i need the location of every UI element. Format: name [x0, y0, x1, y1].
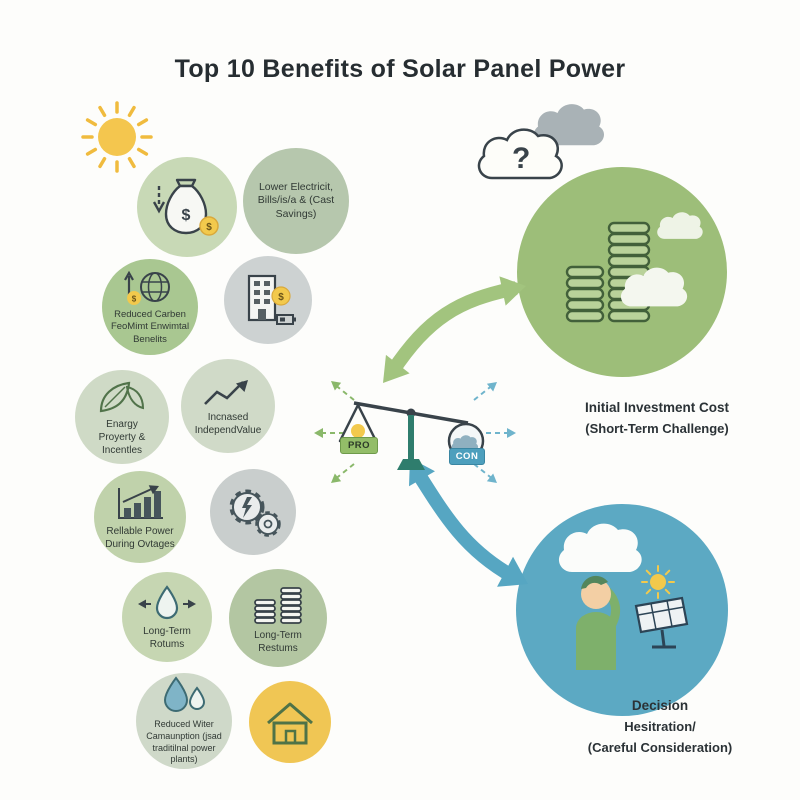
benefit-long-term-restums-bubble: Long-Term Restums [229, 569, 327, 667]
dollar-sign: $ [182, 207, 191, 224]
benefit-increased-value-bubble: Incnased IndependValue [181, 359, 275, 453]
dollar-sign: $ [132, 294, 137, 303]
water-drops-icon [163, 676, 206, 713]
decision-illustration [558, 523, 689, 670]
benefit-building-bubble: $ [224, 256, 312, 344]
house-icon [267, 702, 313, 745]
benefit-label: Incnased IndependValue [194, 411, 262, 436]
investment-line1: Initial Investment Cost [584, 400, 730, 415]
water-drop-cycle-icon [138, 584, 196, 619]
con-spread-arrows [473, 382, 516, 483]
benefit-label: Enargy Proyerty & Incentles [98, 419, 146, 456]
benefit-gears-bubble [210, 469, 296, 555]
coin-stack-icon [254, 586, 302, 624]
benefit-carbon-bubble: $ Reduced Carben FeoMimt Enwimtal Beneli… [102, 259, 198, 355]
benefit-label: Lower Electricit, Bills/is/a & (Cast Sav… [257, 180, 335, 220]
cloud-icon [657, 212, 703, 239]
benefit-energy-property-bubble: Enargy Proyerty & Incentles [75, 370, 169, 464]
pro-arrow [383, 276, 526, 383]
con-arrow [409, 458, 528, 587]
coin-icon [127, 290, 141, 305]
benefit-cost-savings-bubble: $ $ [137, 157, 237, 257]
solar-panel-icon [634, 596, 689, 649]
leaves-icon [99, 381, 145, 413]
building-icon: $ [247, 274, 296, 325]
decision-circle [516, 504, 728, 716]
benefit-label: Reduced Carben FeoMimt Enwimtal Benelits [110, 308, 190, 345]
decision-line1: Decision [631, 698, 689, 713]
decision-callout: Decision Hesitration/ (Careful Considera… [540, 698, 780, 761]
gray-cloud-icon [533, 104, 605, 146]
benefit-reduced-water-bubble: Reduced Witer Camaunption (jsad traditil… [136, 673, 232, 769]
investment-illustration [565, 212, 703, 323]
benefit-label: Rellable Power During Ovtages [105, 525, 175, 550]
investment-cost-circle [517, 167, 727, 377]
gears-icon [229, 489, 281, 537]
pro-spread-arrows [314, 381, 355, 483]
pro-badge: PRO [340, 437, 378, 454]
cloud-icon [558, 523, 642, 572]
bar-chart-icon [118, 484, 163, 519]
lightning-bolt-icon [242, 497, 252, 518]
globe-icon: $ [124, 270, 170, 305]
sun-icon-small [641, 565, 675, 599]
growth-chart-icon [204, 379, 248, 405]
coin-icon [199, 216, 219, 236]
benefit-lower-bills-bubble: Lower Electricit, Bills/is/a & (Cast Sav… [243, 148, 349, 254]
sun-icon [81, 101, 153, 173]
benefit-reliable-power-bubble: Rellable Power During Ovtages [94, 471, 186, 563]
investment-line2: (Short-Term Challenge) [585, 421, 729, 436]
decision-line2: Hesitration/ [624, 719, 696, 734]
benefit-label: Long-Term Rotums [143, 625, 191, 650]
dollar-sign: $ [206, 222, 212, 233]
con-badge: CON [449, 448, 485, 465]
investment-callout: Initial Investment Cost (Short-Term Chal… [537, 400, 777, 442]
benefit-label: Long-Term Restums [254, 629, 302, 654]
person-icon [576, 575, 621, 670]
benefit-label: Reduced Witer Camaunption (jsad traditil… [146, 719, 222, 765]
page-title: Top 10 Benefits of Solar Panel Power [174, 54, 626, 83]
decision-line3: (Careful Consideration) [587, 740, 733, 755]
benefit-house-bubble [249, 681, 331, 763]
money-bag-icon: $ $ [152, 178, 219, 236]
coin-icon [271, 286, 291, 306]
dollar-sign: $ [278, 292, 284, 303]
pro-sun-icon [351, 424, 365, 438]
battery-icon [276, 314, 296, 325]
question-mark: ? [512, 142, 531, 175]
benefit-long-term-returns-bubble: Long-Term Rotums [122, 572, 212, 662]
